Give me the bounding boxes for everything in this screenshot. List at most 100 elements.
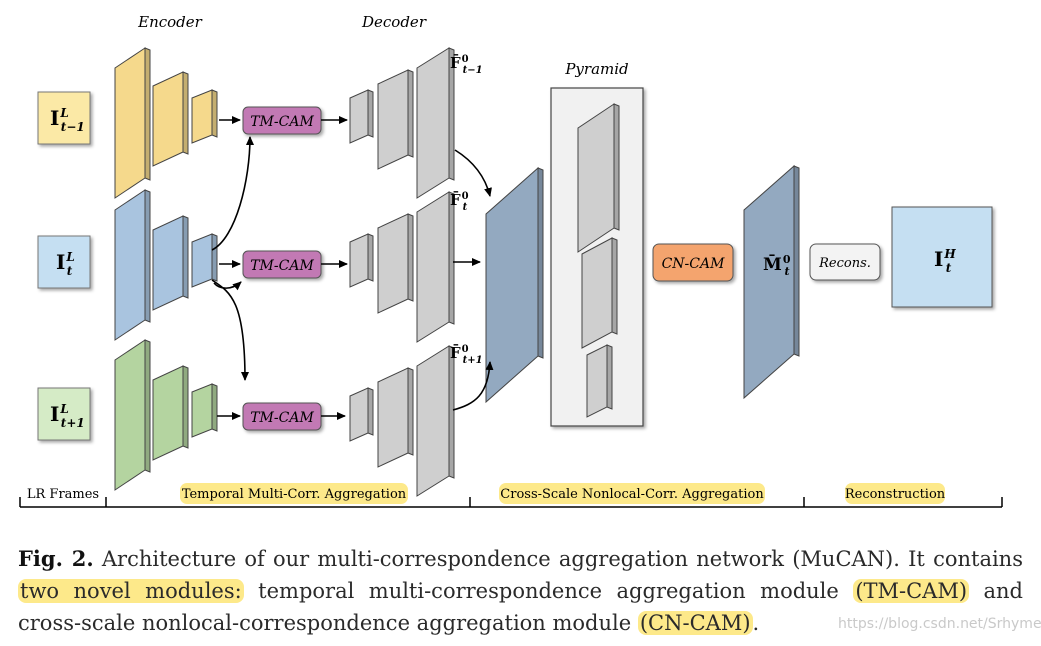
tmcam-module-top: TM-CAM [242,106,322,135]
aggregated-feature-slab [743,164,800,400]
encoder-slab-3-next-edge [211,383,218,432]
encoder-slab-1-curr-side [114,189,146,341]
stage-lr-frames: LR Frames [27,487,99,502]
encoder-slab-2-curr [152,215,189,311]
aggregated-feature-sub: t [784,265,789,278]
recons-label: Recons. [818,256,871,271]
fused-feature-slab [485,166,544,404]
pyramid-slab-large-edge [613,103,620,231]
input-frame-curr-box [37,235,91,289]
pyramid-slab-small-edge [606,344,613,410]
stage-temporal: Temporal Multi-Corr. Aggregation [182,487,407,502]
tmcam-module-mid: TM-CAM [242,250,322,279]
caption-figno: Fig. 2. [18,546,94,571]
pyramid-slab-large-side [577,103,615,253]
pyramid-slab-medium-side [581,237,613,349]
pyramid-slabs [577,103,620,418]
decoder-slab-1-next-side [349,387,369,442]
input-frame-prev-box [37,91,91,145]
encoder-slab-1-curr [114,189,151,341]
decoder-slab-1-curr-edge [367,233,374,282]
stage-reconstruction: Reconstruction [845,487,946,502]
feature-label-prev-main: F̄ [450,53,461,72]
encoder-slab-2-prev-side [152,71,184,167]
stage-highlight-2 [499,483,765,504]
decoder-slab-2-prev [377,69,414,170]
encoder-slab-3-curr [191,233,218,288]
caption-highlight-3: (CN-CAM) [637,611,753,635]
input-frame-prev-sup: L [59,106,68,120]
fused-feature-slab-side [485,166,539,404]
input-frame-next-sub: t+1 [61,416,85,430]
caption-highlight-2: (TM-CAM) [853,579,970,603]
decoder-slab-3-curr-side [416,191,450,343]
arrow-curr-to-bottom [211,279,249,381]
decoder-label: Decoder [361,13,427,31]
output-frame-box [891,206,993,308]
input-frame-prev-main: I [50,106,59,130]
arrow-dec-fused-top [454,149,492,197]
pyramid-slab-small [586,344,613,418]
decoder-slab-2-next-side [377,367,409,468]
input-frame-curr-sup: L [65,250,74,264]
decoder-slab-3-prev-side [416,47,450,199]
feature-label-curr-sup: 0 [462,191,469,202]
decoder-slab-1-curr-side [349,233,369,288]
input-frame-next-main: I [50,402,59,426]
encoder-slab-3-prev-edge [211,89,218,138]
caption-text-4: . [752,611,760,635]
feature-label-next-sub: t+1 [463,355,483,366]
encoder-slab-2-curr-side [152,215,184,311]
feature-label-prev-sub: t−1 [463,65,483,76]
decoder-slab-3-next-edge [448,345,455,479]
tmcam-label-bottom: TM-CAM [250,410,314,426]
encoder-slab-2-next-edge [182,365,189,449]
decoder-slab-3-next [416,345,455,497]
caption-text-3: and cross-scale nonlocal-correspondence … [18,579,1024,635]
cncam-module: CN-CAM [652,243,734,282]
aggregated-feature-shape-edge [793,165,800,357]
stage-highlight-3 [845,483,945,504]
encoder-slab-1-next [114,339,151,491]
encoder-slab-2-next [152,365,189,461]
caption-text-1: Architecture of our multi-correspondence… [93,547,1023,571]
cncam-box [652,243,734,282]
svg-text:ILt−1: ILt−1 [50,106,85,134]
encoder-slab-3-curr-side [191,233,213,288]
cncam-label: CN-CAM [662,256,726,272]
decoder-slab-3-prev [416,47,455,199]
decoder-slab-3-prev-edge [448,47,455,181]
caption-text-2: temporal multi-correspondence aggregatio… [243,579,854,603]
feature-slabs [114,47,544,497]
arrow-curr-to-top [211,136,254,251]
input-frame-next-sup: L [59,402,68,416]
pyramid-slab-small-side [586,344,608,418]
encoder-slab-1-prev-side [114,47,146,199]
stage-highlight-1 [180,483,408,504]
decoder-slab-3-next-side [416,345,450,497]
encoder-slab-1-curr-edge [144,189,151,323]
feature-label-curr-main: F̄ [450,190,461,209]
aggregated-feature-shape [743,164,800,400]
pyramid-label: Pyramid [564,60,628,78]
input-frame-next-box [37,387,91,441]
encoder-slab-1-next-edge [144,339,151,473]
encoder-slab-2-prev [152,71,189,167]
encoder-slab-3-next [191,383,218,438]
tmcam-label-top: TM-CAM [250,114,314,130]
encoder-slab-1-next-side [114,339,146,491]
figure-caption: Fig. 2. Architecture of our multi-corres… [18,543,1023,639]
caption-highlight-1: two novel modules: [18,579,244,603]
aggregated-feature-shape-side [743,164,795,400]
arrows [211,116,494,420]
tmcam-module-bottom: TM-CAM [242,402,322,431]
decoder-slab-2-prev-edge [407,69,414,158]
